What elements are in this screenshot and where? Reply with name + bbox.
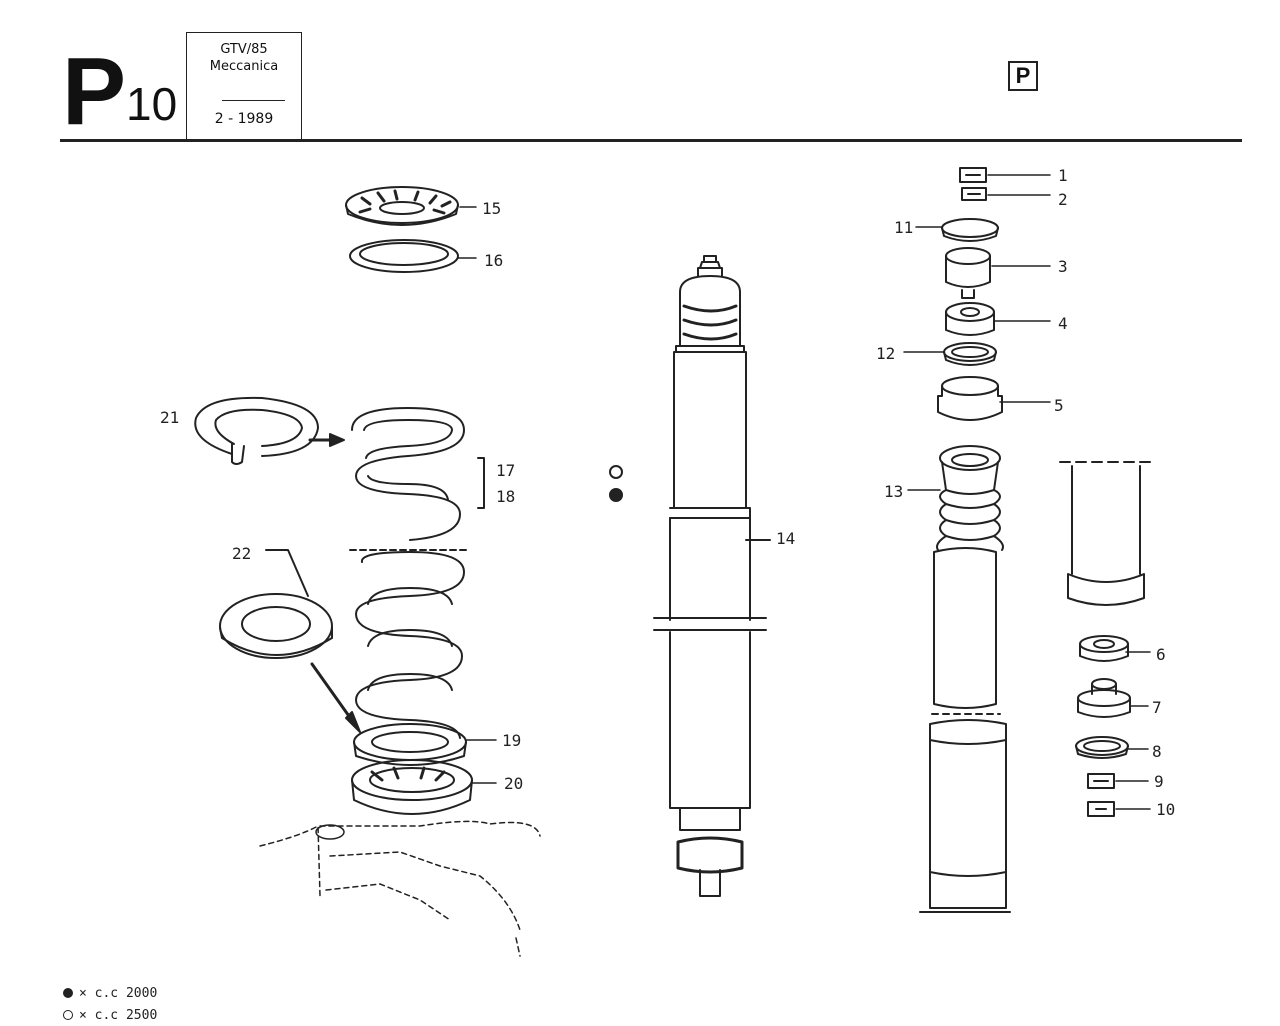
part-8-washer — [1075, 736, 1129, 759]
filled-circle-icon — [63, 988, 73, 998]
label-21: 21 — [160, 408, 179, 427]
label-10: 10 — [1156, 800, 1175, 819]
page-number: 10 — [126, 78, 178, 130]
part-14-shock-absorber — [653, 255, 771, 897]
label-8: 8 — [1152, 742, 1162, 761]
label-11: 11 — [894, 218, 913, 237]
label-3: 3 — [1058, 257, 1068, 276]
part-22-spacer-ring — [219, 549, 361, 733]
label-14: 14 — [776, 529, 795, 548]
label-1: 1 — [1058, 166, 1068, 185]
label-4: 4 — [1058, 314, 1068, 333]
part-6-bush — [1079, 635, 1129, 662]
part-10-nut — [1087, 801, 1115, 817]
protective-tube — [919, 547, 1011, 913]
part-3-upper-bush — [945, 247, 991, 299]
part-19-insulator — [353, 723, 467, 766]
label-2: 2 — [1058, 190, 1068, 209]
part-11-cap — [941, 218, 999, 242]
part-9-washer — [1087, 773, 1115, 789]
part-2-washer — [961, 187, 987, 201]
open-circle-icon — [63, 1010, 73, 1020]
label-5: 5 — [1054, 396, 1064, 415]
part-5-mount — [937, 376, 1003, 421]
cylinder-detail — [1059, 461, 1151, 606]
part-1-nut — [959, 167, 987, 183]
legend: × c.c 2000 × c.c 2500 — [63, 982, 157, 1026]
part-7-bush — [1077, 678, 1131, 718]
label-22: 22 — [232, 544, 251, 563]
label-9: 9 — [1154, 772, 1164, 791]
label-13: 13 — [884, 482, 903, 501]
part-labels: 1 2 3 4 5 6 7 8 9 10 11 12 13 14 15 16 1… — [160, 166, 1175, 819]
part-16-ring — [349, 239, 459, 273]
legend-row-2500: × c.c 2500 — [63, 1004, 157, 1026]
info-box-divider — [222, 100, 285, 101]
leader-lines — [457, 174, 1151, 810]
label-16: 16 — [484, 251, 503, 270]
label-20: 20 — [504, 774, 523, 793]
label-15: 15 — [482, 199, 501, 218]
label-7: 7 — [1152, 698, 1162, 717]
legend-text-2500: × c.c 2500 — [79, 1007, 158, 1023]
part-20-lower-seat — [351, 759, 473, 815]
section-label: Meccanica — [209, 59, 279, 74]
part-13-dust-boot — [936, 445, 1004, 551]
part-12-washer — [943, 342, 997, 366]
header-rule — [60, 139, 1242, 142]
page-letter: P — [62, 38, 126, 145]
hub-fragment — [259, 820, 541, 957]
label-17: 17 — [496, 461, 515, 480]
part-17-18-coil-spring — [349, 407, 485, 739]
part-4-bush — [945, 302, 995, 336]
part-15-upper-seat — [345, 186, 459, 226]
page-code: P10 — [62, 44, 177, 140]
part-21-rubber-coil — [194, 396, 345, 465]
label-18: 18 — [496, 487, 515, 506]
label-19: 19 — [502, 731, 521, 750]
section-badge: P — [1008, 61, 1038, 91]
version-symbols — [609, 465, 623, 502]
label-6: 6 — [1156, 645, 1166, 664]
legend-row-2000: × c.c 2000 — [63, 982, 157, 1004]
info-box: GTV/85 Meccanica 2 - 1989 — [186, 32, 302, 140]
date-label: 2 - 1989 — [214, 111, 274, 127]
model-label: GTV/85 — [220, 42, 268, 57]
label-12: 12 — [876, 344, 895, 363]
legend-text-2000: × c.c 2000 — [79, 985, 158, 1001]
